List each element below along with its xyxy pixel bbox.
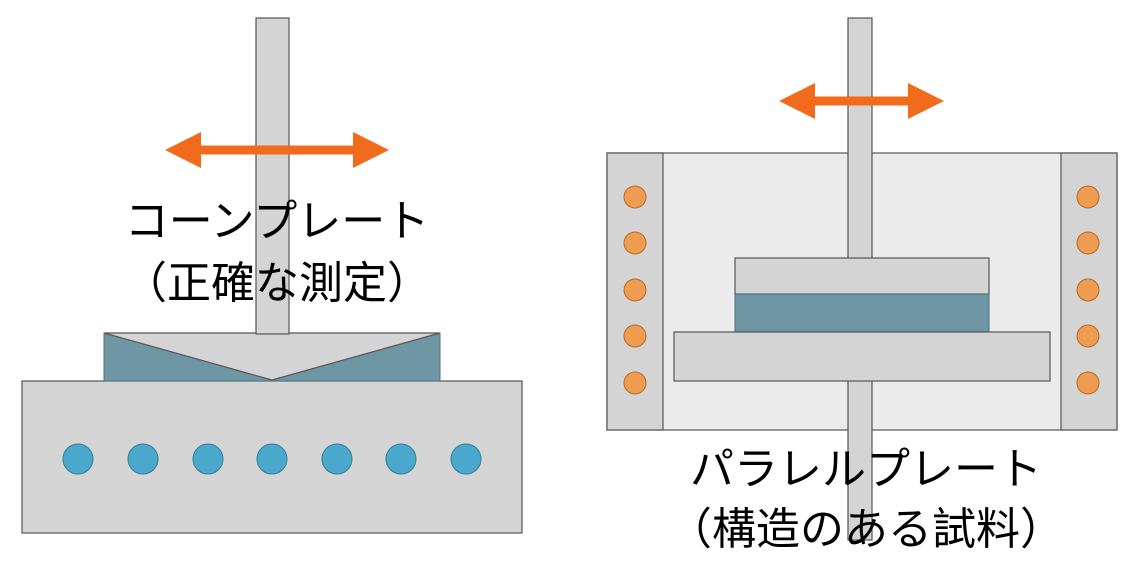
heater-dot	[623, 231, 647, 255]
heater-dot	[1076, 278, 1100, 302]
cone-plate-subtitle: （正確な測定）	[123, 258, 431, 309]
coolant-dot	[256, 443, 288, 475]
cone-shaft	[255, 17, 290, 335]
heater-dots-left	[623, 185, 647, 395]
cone-plate-title: コーンプレート	[124, 196, 430, 247]
parallel-upper-plate	[734, 257, 990, 295]
coolant-dot	[62, 443, 94, 475]
cone-coolant-dots	[62, 443, 482, 475]
heater-dot	[623, 324, 647, 348]
parallel-lower-plate	[673, 331, 1051, 382]
coolant-dot	[192, 443, 224, 475]
heater-dot	[623, 278, 647, 302]
heater-dot	[623, 371, 647, 395]
heater-dot	[1076, 324, 1100, 348]
heater-dot	[1076, 231, 1100, 255]
heater-dot	[1076, 371, 1100, 395]
heater-dots-right	[1076, 185, 1100, 395]
heater-dot	[623, 185, 647, 209]
parallel-plate-title: パラレルプレート	[690, 444, 1042, 495]
coolant-dot	[450, 443, 482, 475]
parallel-plate-subtitle: （構造のある試料）	[668, 504, 1064, 555]
heater-dot	[1076, 185, 1100, 209]
coolant-dot	[321, 443, 353, 475]
coolant-dot	[385, 443, 417, 475]
parallel-upper-shaft	[847, 17, 873, 260]
parallel-sample-layer	[734, 293, 990, 333]
cone-plate-diagram	[21, 17, 523, 534]
parallel-plate-diagram	[606, 17, 1118, 541]
coolant-dot	[127, 443, 159, 475]
